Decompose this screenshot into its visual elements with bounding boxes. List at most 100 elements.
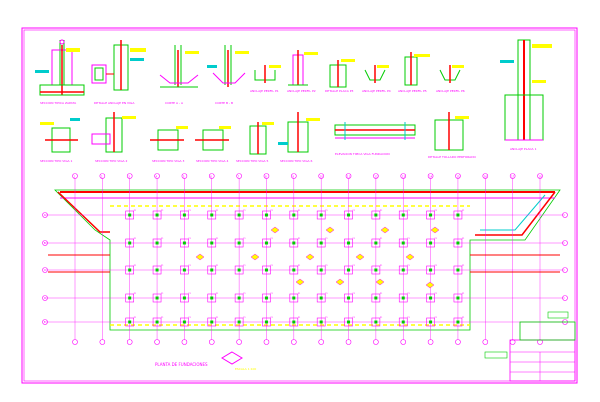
label-placa-p3: DETALLE PLACA P3 xyxy=(325,89,354,93)
grid-bubble-left xyxy=(42,212,48,218)
grid-bubble-right xyxy=(562,240,568,246)
pier-tag: P1 xyxy=(298,238,301,240)
pier-tag: P1 xyxy=(435,293,438,295)
pier-tag: P1 xyxy=(243,238,246,240)
pier-tag: P1 xyxy=(435,238,438,240)
pier-footing xyxy=(426,238,435,248)
pier-footing xyxy=(207,293,217,303)
grid-bubble-bottom xyxy=(72,339,78,345)
pier-footing xyxy=(371,293,381,303)
detail-tollado xyxy=(434,112,469,151)
pier-tag: P1 xyxy=(462,293,465,295)
pier-tag: P1 xyxy=(134,265,137,267)
pier-footing xyxy=(453,238,463,248)
detail-viga-2 xyxy=(91,112,136,153)
grid-bubble-top xyxy=(482,173,489,179)
pier-column xyxy=(182,268,186,272)
pier-footing xyxy=(398,317,408,327)
pier-tag: P1 xyxy=(188,317,191,319)
label-perfil-p4: ANCLAJE PERFIL P4 xyxy=(362,89,391,93)
pier-column xyxy=(128,241,132,245)
pier-column xyxy=(347,241,351,245)
pier-column xyxy=(264,296,268,300)
grid-number: 3 xyxy=(128,175,130,179)
diamond-mark xyxy=(295,278,305,286)
label-viga-5: SECCION TIPO VIGA 5 xyxy=(236,159,269,163)
pier-tag: P1 xyxy=(134,317,137,319)
pier-tag: P1 xyxy=(216,293,219,295)
pier-footing xyxy=(344,293,353,303)
pier-column xyxy=(155,268,159,272)
pier-column xyxy=(456,213,460,217)
pier-footing xyxy=(207,238,217,248)
pier-footing xyxy=(289,238,299,248)
diamond-mark xyxy=(380,226,390,234)
pier-footing xyxy=(125,238,135,248)
pier-tag: P1 xyxy=(161,317,164,319)
label-tollado: DETALLE TOLLADO PERFORADO xyxy=(428,155,477,159)
pier-tag: P1 xyxy=(161,210,164,212)
detail-zapata xyxy=(35,39,85,96)
pier-footing xyxy=(180,238,189,248)
pier-footing xyxy=(125,210,135,220)
pier-column xyxy=(264,320,268,324)
pier-tag: P1 xyxy=(188,210,191,212)
pier-column xyxy=(182,241,186,245)
pier-column xyxy=(155,320,159,324)
diamond-mark xyxy=(250,253,260,261)
grid-number: 9 xyxy=(292,175,294,179)
pier-footing xyxy=(289,265,299,275)
pier-footing xyxy=(344,265,353,275)
grid-bubble-bottom xyxy=(400,339,407,345)
diamond-mark xyxy=(335,278,345,286)
pier-column xyxy=(347,320,351,324)
pier-footing xyxy=(426,317,435,327)
detail-viga-6 xyxy=(278,112,320,153)
pier-footing xyxy=(453,317,463,327)
pier-footing xyxy=(316,293,326,303)
grid-bubble-left xyxy=(42,319,48,325)
pier-footing xyxy=(125,293,135,303)
pier-column xyxy=(182,296,186,300)
pier-column xyxy=(210,241,214,245)
grid-bubble-bottom xyxy=(126,339,133,345)
pier-tag: P1 xyxy=(380,293,383,295)
detail-corte-b xyxy=(207,45,249,87)
detail-viga-1 xyxy=(40,118,80,153)
pier-tag: P1 xyxy=(325,210,328,212)
pier-column xyxy=(237,213,241,217)
pier-tag: P1 xyxy=(270,210,273,212)
pier-column xyxy=(155,241,159,245)
pier-tag: P1 xyxy=(353,265,356,267)
grid-letter: C xyxy=(44,268,46,272)
pier-footing xyxy=(316,317,326,327)
pier-tag: P1 xyxy=(161,238,164,240)
grid-bubble-bottom xyxy=(427,339,434,345)
pier-column xyxy=(456,296,460,300)
pier-column xyxy=(292,268,296,272)
grid-bubble-top xyxy=(263,173,270,179)
pier-tag: P1 xyxy=(298,317,301,319)
grid-number: 15 xyxy=(456,175,460,179)
pier-footing xyxy=(371,265,381,275)
grid-bubble-top xyxy=(455,173,461,179)
sheet-outer-frame xyxy=(21,27,578,384)
grid-bubble-top xyxy=(236,173,242,179)
pier-footing xyxy=(316,210,326,220)
pier-column xyxy=(429,213,433,217)
grid-number: 17 xyxy=(511,175,515,179)
detail-row-1: SECCION TIPICA ZAPATA DETALLE ANCLAJE EN… xyxy=(35,39,552,151)
grid-number: 7 xyxy=(238,175,240,179)
diamond-mark xyxy=(195,253,205,261)
pier-column xyxy=(210,320,214,324)
diamond-mark xyxy=(405,253,415,261)
pier-tag: P1 xyxy=(407,210,410,212)
pier-footing xyxy=(125,265,135,275)
pier-tag: P1 xyxy=(325,293,328,295)
pier-tag: P1 xyxy=(188,238,191,240)
pier-column xyxy=(128,268,132,272)
pier-footing xyxy=(152,210,162,220)
pier-tag: P1 xyxy=(243,265,246,267)
pier-footing xyxy=(234,265,244,275)
pier-column xyxy=(237,241,241,245)
